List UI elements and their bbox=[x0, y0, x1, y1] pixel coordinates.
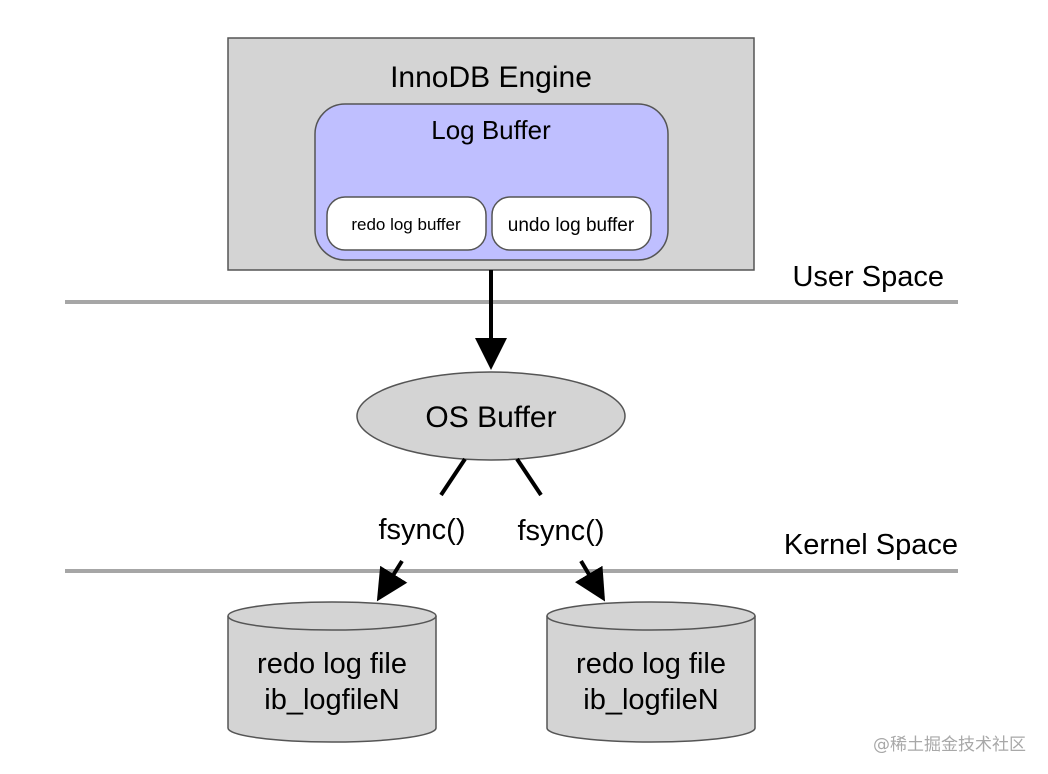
os-buffer: OS Buffer bbox=[356, 371, 626, 461]
undo-log-buffer-label: undo log buffer bbox=[508, 215, 635, 236]
redo-log-file-left-line2: ib_logfileN bbox=[264, 684, 399, 716]
kernel-space-label: Kernel Space bbox=[784, 529, 958, 561]
user-space-label: User Space bbox=[792, 261, 944, 293]
redo-log-file-right-line2: ib_logfileN bbox=[583, 684, 718, 716]
redo-log-file-right-line1: redo log file bbox=[576, 648, 726, 680]
watermark-text: @稀土掘金技术社区 bbox=[873, 735, 1026, 755]
redo-log-file-right-body bbox=[546, 616, 756, 743]
left-fsync-label: fsync() bbox=[379, 514, 466, 546]
left-fsync-connector bbox=[439, 457, 467, 497]
redo-log-file-right: redo log file ib_logfileN bbox=[546, 601, 756, 743]
right-fsync-arrow bbox=[574, 559, 606, 602]
redo-log-buffer-box: redo log buffer bbox=[326, 196, 487, 251]
os-buffer-label: OS Buffer bbox=[425, 401, 556, 434]
redo-log-file-left-line1: redo log file bbox=[257, 648, 407, 680]
redo-log-file-left-body bbox=[227, 616, 437, 743]
undo-log-buffer-background bbox=[491, 196, 652, 251]
right-fsync-connector bbox=[515, 457, 543, 497]
redo-log-file-left-top bbox=[227, 601, 437, 631]
redo-log-file-left: redo log file ib_logfileN bbox=[227, 601, 437, 743]
redo-log-file-right-top bbox=[546, 601, 756, 631]
redo-log-buffer-background bbox=[326, 196, 487, 251]
undo-log-buffer-box: undo log buffer bbox=[491, 196, 652, 251]
left-fsync-arrow bbox=[376, 559, 408, 602]
log-buffer-title: Log Buffer bbox=[431, 115, 551, 145]
right-fsync-label: fsync() bbox=[518, 515, 605, 547]
innodb-engine-title: InnoDB Engine bbox=[390, 61, 592, 94]
log-buffer-box: Log Buffer redo log buffer undo log buff… bbox=[314, 103, 669, 261]
os-buffer-ellipse bbox=[356, 371, 626, 461]
redo-log-buffer-label: redo log buffer bbox=[351, 215, 461, 234]
